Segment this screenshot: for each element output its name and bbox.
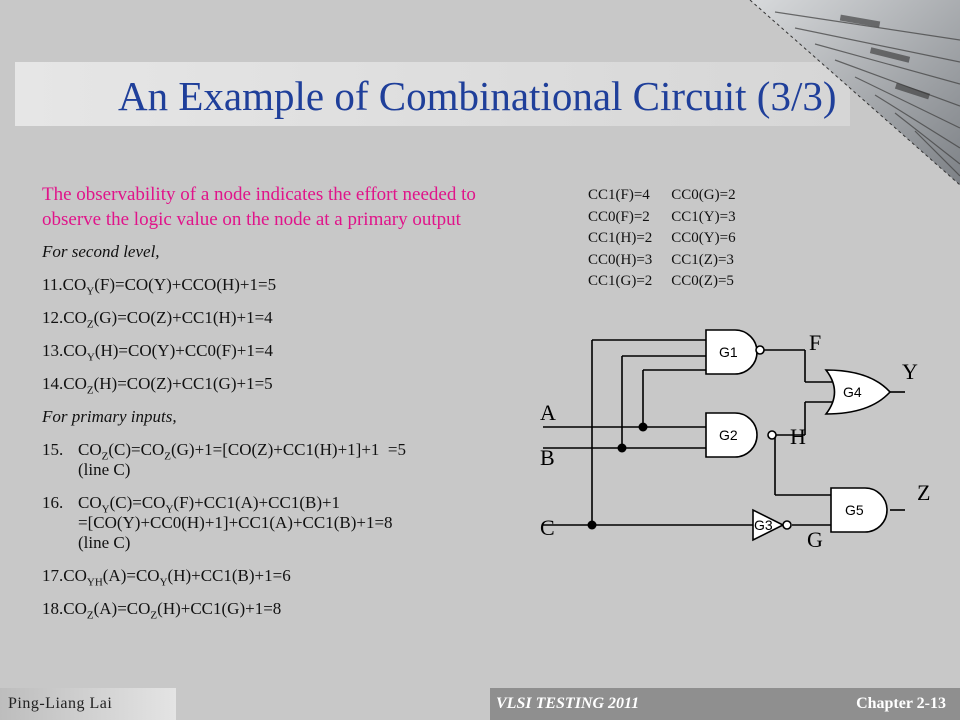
gate-g2-shape: [705, 412, 758, 458]
item-15: 15. COZ(C)=COZ(G)+1=[CO(Z)+CC1(H)+1]+1 =…: [42, 440, 407, 479]
title-bar: [15, 62, 850, 126]
gate-label-g1: G1: [719, 344, 738, 360]
gate-label-g3: G3: [754, 517, 773, 533]
item-16: 16. COY(C)=COY(F)+CC1(A)+CC1(B)+1 =[CO(Y…: [42, 493, 393, 552]
slide-body: The observability of a node indicates th…: [42, 182, 512, 632]
server-rack-decoration: [749, 0, 960, 185]
chapter-number: Chapter 2-13: [856, 695, 946, 712]
circuit-diagram: G1 G2 G4 G3 G5 A B C F H G Y Z: [540, 329, 930, 552]
item-13: 13.COY(H)=CO(Y)+CC0(F)+1=4: [42, 341, 273, 364]
item-12: 12.COZ(G)=CO(Z)+CC1(H)+1=4: [42, 308, 273, 331]
item-17: 17.COYH(A)=COY(H)+CC1(B)+1=6: [42, 566, 291, 589]
signal-label-b: B: [540, 445, 555, 470]
gate-label-g2: G2: [719, 427, 738, 443]
signal-label-z: Z: [917, 480, 930, 505]
item-11: 11.COY(F)=CO(Y)+CCO(H)+1=5: [42, 275, 277, 298]
section-primary-inputs: For primary inputs,: [42, 407, 177, 426]
signal-label-h: H: [790, 424, 806, 449]
signal-label-c: C: [540, 515, 555, 540]
footer-right-bar: [490, 688, 960, 720]
signal-label-y: Y: [902, 359, 918, 384]
item-18: 18.COZ(A)=COZ(H)+CC1(G)+1=8: [42, 599, 282, 622]
intro-text: The observability of a node indicates th…: [42, 184, 476, 230]
signal-label-g: G: [807, 527, 823, 552]
footer-left-bar: [0, 688, 176, 720]
gate-label-g4: G4: [843, 384, 862, 400]
gate-g1-shape: [705, 329, 758, 375]
author-name: Ping-Liang Lai: [8, 695, 113, 712]
gate-label-g5: G5: [845, 502, 864, 518]
gate-g4-shape: [824, 369, 892, 415]
course-name: VLSI TESTING 2011: [496, 695, 640, 712]
gate-g3-shape: [752, 508, 785, 542]
signal-label-a: A: [540, 400, 556, 425]
signal-label-f: F: [809, 330, 821, 355]
item-14: 14.COZ(H)=CO(Z)+CC1(G)+1=5: [42, 374, 273, 397]
gate-g5-shape: [830, 487, 888, 533]
slide-title: An Example of Combinational Circuit (3/3…: [118, 73, 837, 119]
section-second-level: For second level,: [42, 242, 160, 261]
